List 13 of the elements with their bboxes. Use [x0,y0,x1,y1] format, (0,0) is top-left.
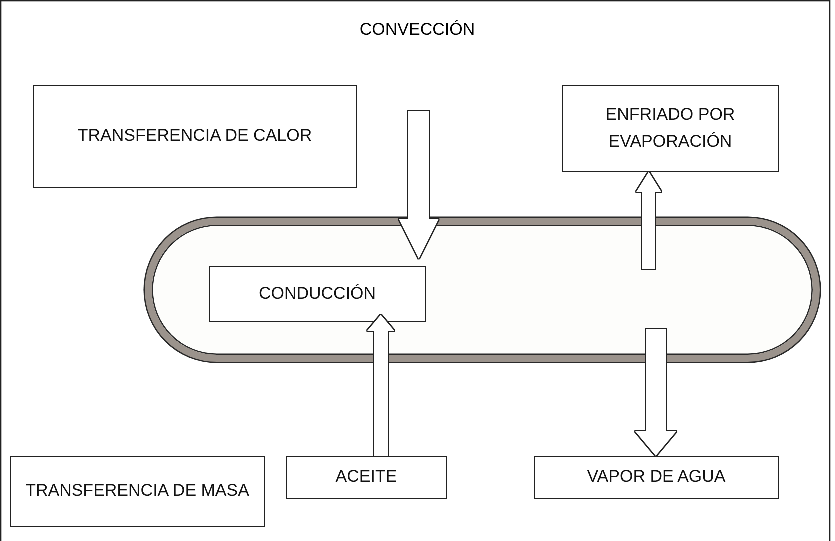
node-label: VAPOR DE AGUA [587,466,726,488]
process-box [534,456,779,499]
process-box [10,456,265,527]
process-box [562,85,779,172]
process-box [209,266,426,322]
process-box [286,456,447,499]
process-box [33,85,357,188]
diagram-title: CONVECCIÓN [358,20,476,40]
node-label: TRANSFERENCIA DE CALOR [78,125,312,148]
node-label: TRANSFERENCIA DE MASA [26,480,250,502]
node-label: ACEITE [336,466,398,488]
node-label: ENFRIADO POR EVAPORACIÓN [604,104,736,152]
node-label: CONDUCCIÓN [258,282,376,305]
